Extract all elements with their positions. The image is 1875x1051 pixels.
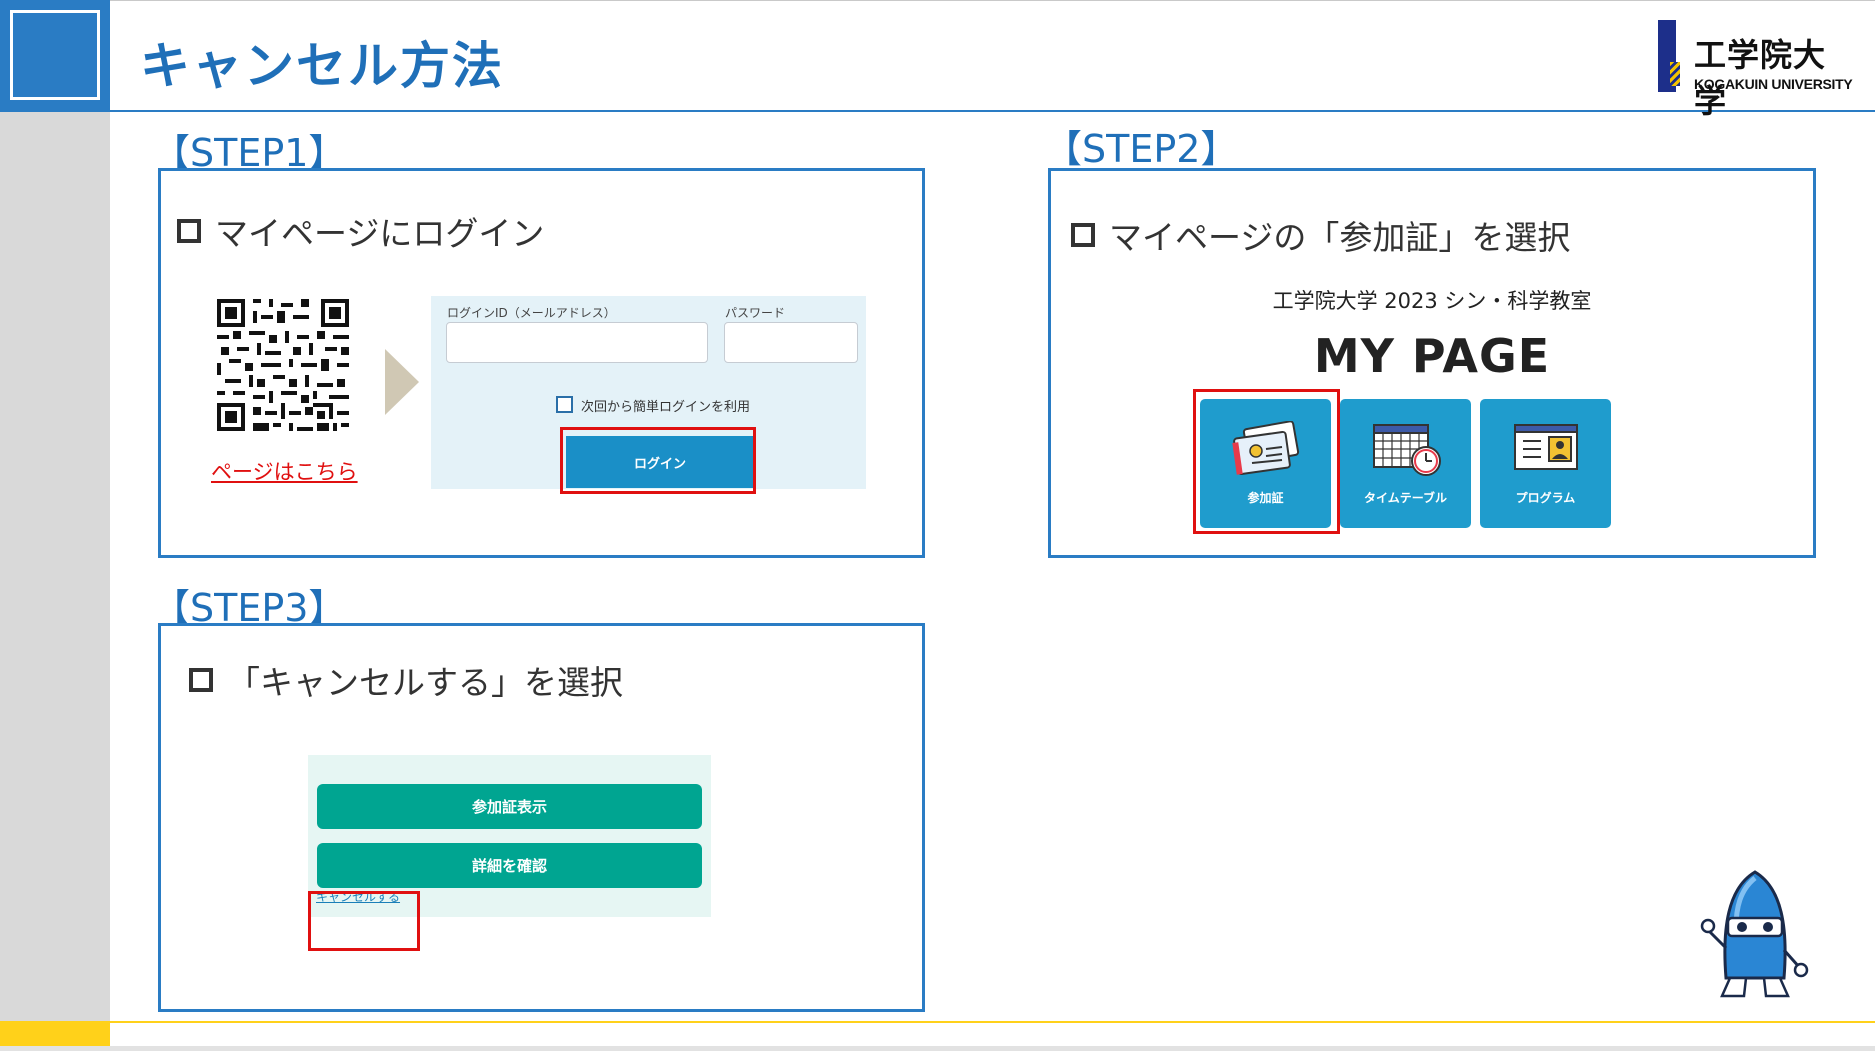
corner-decoration — [0, 0, 110, 112]
event-title: 工学院大学 2023 シン・科学教室 — [1272, 289, 1592, 313]
tile-ticket-label: 参加証 — [1247, 491, 1284, 505]
ticket-highlight-box — [1193, 389, 1340, 534]
mypage-link[interactable]: ページはこちら — [211, 460, 358, 484]
password-input[interactable] — [724, 322, 858, 363]
login-id-input[interactable] — [446, 322, 708, 363]
cancel-screen-screenshot: 参加証表示 詳細を確認 キャンセルする — [308, 755, 711, 917]
logo-strip — [1670, 62, 1680, 86]
step1-label: 【STEP1】 — [152, 131, 347, 175]
footer-divider — [110, 1021, 1875, 1023]
left-sidebar-band — [0, 0, 110, 1051]
login-id-label: ログインID（メールアドレス） — [447, 306, 616, 320]
cancel-highlight-box — [308, 891, 420, 951]
top-border — [110, 0, 1875, 1]
step3-label: 【STEP3】 — [152, 586, 347, 630]
tile-program[interactable]: プログラム — [1480, 399, 1611, 528]
logo-english-name: KOGAKUIN UNIVERSITY — [1694, 76, 1853, 92]
page-title: キャンセル方法 — [140, 37, 504, 95]
program-icon — [1513, 424, 1578, 470]
qr-code-icon — [217, 299, 349, 431]
ticket-icon — [1231, 421, 1299, 476]
timetable-icon — [1372, 424, 1441, 476]
university-logo: 工学院大学 KOGAKUIN UNIVERSITY — [1656, 18, 1856, 120]
login-button[interactable]: ログイン — [566, 436, 754, 488]
mypage-title: MY PAGE — [1313, 329, 1551, 383]
step3-heading: 「キャンセルする」を選択 — [189, 656, 623, 704]
step2-heading: マイページの「参加証」を選択 — [1071, 211, 1570, 259]
step3-heading-text: 「キャンセルする」を選択 — [227, 663, 623, 702]
tile-program-label: プログラム — [1515, 491, 1576, 505]
step2-panel: マイページの「参加証」を選択 工学院大学 2023 シン・科学教室 MY PAG… — [1048, 168, 1816, 558]
checkbox-bullet-icon — [177, 219, 201, 243]
step2-label: 【STEP2】 — [1044, 127, 1239, 171]
header-divider — [110, 110, 1875, 112]
mascot-character-icon — [1700, 870, 1809, 998]
view-details-button[interactable]: 詳細を確認 — [317, 843, 702, 888]
step1-panel: マイページにログイン ページはこちら ログインID（メールアドレス — [158, 168, 925, 558]
footer-bottom-bar — [0, 1046, 1875, 1051]
login-form-screenshot: ログインID（メールアドレス） パスワード 次回から簡単ログインを利用 ログイン — [431, 296, 866, 489]
remember-login-checkbox[interactable] — [556, 396, 573, 413]
tile-ticket[interactable]: 参加証 — [1200, 399, 1331, 528]
checkbox-bullet-icon — [189, 668, 213, 692]
tile-timetable[interactable]: タイムテーブル — [1340, 399, 1471, 528]
step1-heading: マイページにログイン — [177, 207, 544, 255]
checkbox-bullet-icon — [1071, 223, 1095, 247]
show-ticket-button[interactable]: 参加証表示 — [317, 784, 702, 829]
step1-heading-text: マイページにログイン — [215, 214, 545, 253]
logo-japanese-name: 工学院大学 — [1694, 36, 1827, 120]
tile-timetable-label: タイムテーブル — [1363, 491, 1448, 505]
step3-panel: 「キャンセルする」を選択 参加証表示 詳細を確認 キャンセルする — [158, 623, 925, 1012]
remember-login-label: 次回から簡単ログインを利用 — [581, 400, 751, 415]
step2-heading-text: マイページの「参加証」を選択 — [1109, 218, 1571, 257]
corner-decoration-inner — [10, 10, 100, 100]
password-label: パスワード — [725, 306, 786, 320]
arrow-right-icon — [385, 349, 419, 415]
login-highlight-box — [560, 427, 756, 494]
